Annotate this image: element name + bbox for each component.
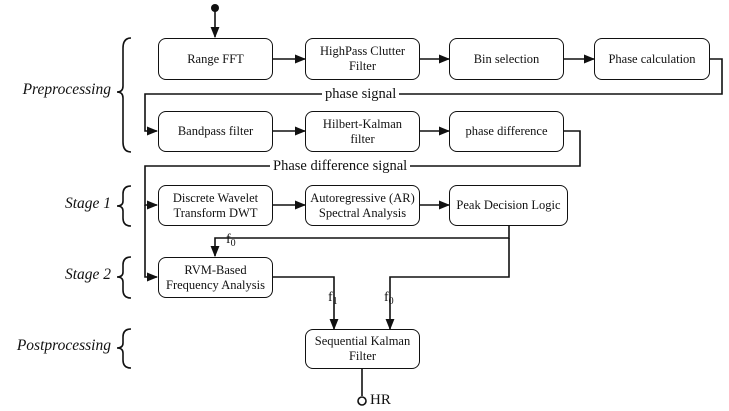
phase-signal-line [144, 58, 723, 136]
block-sequential-kalman: Sequential Kalman Filter [305, 329, 420, 369]
label-preprocessing: Preprocessing [22, 81, 111, 98]
label-stage2: Stage 2 [64, 266, 111, 283]
f0-label: f0 [384, 290, 394, 307]
block-phase-calculation: Phase calculation [594, 38, 710, 80]
f1-label: f1 [328, 290, 338, 307]
brace-stage1 [116, 185, 132, 227]
block-peak-decision: Peak Decision Logic [449, 185, 568, 226]
f0-feedback-line [210, 226, 510, 258]
f0-to-kalman-line [385, 238, 510, 331]
f1-to-kalman-line [273, 276, 339, 331]
brace-stage2 [116, 256, 132, 299]
phase-difference-signal-label: Phase difference signal [270, 158, 411, 174]
brace-postprocessing [116, 328, 132, 369]
phase-diff-to-rvm-line [144, 205, 159, 282]
block-range-fft: Range FFT [158, 38, 273, 80]
output-terminal [357, 396, 367, 406]
hr-output-label: HR [370, 392, 391, 408]
block-bandpass-filter: Bandpass filter [158, 111, 273, 152]
f0-feedback-label: f0 [226, 232, 236, 249]
block-highpass-filter: HighPass Clutter Filter [305, 38, 420, 80]
label-stage1: Stage 1 [64, 195, 111, 212]
block-bin-selection: Bin selection [449, 38, 564, 80]
block-dwt: Discrete Wavelet Transform DWT [158, 185, 273, 226]
block-ar-spectral: Autoregressive (AR) Spectral Analysis [305, 185, 420, 226]
block-phase-difference: phase difference [449, 111, 564, 152]
block-rvm-frequency: RVM-Based Frequency Analysis [158, 257, 273, 298]
brace-preprocessing [116, 37, 132, 153]
label-postprocessing: Postprocessing [16, 337, 111, 354]
input-dot [211, 4, 219, 12]
block-hilbert-kalman-filter: Hilbert-Kalman filter [305, 111, 420, 152]
phase-signal-label: phase signal [322, 86, 400, 102]
